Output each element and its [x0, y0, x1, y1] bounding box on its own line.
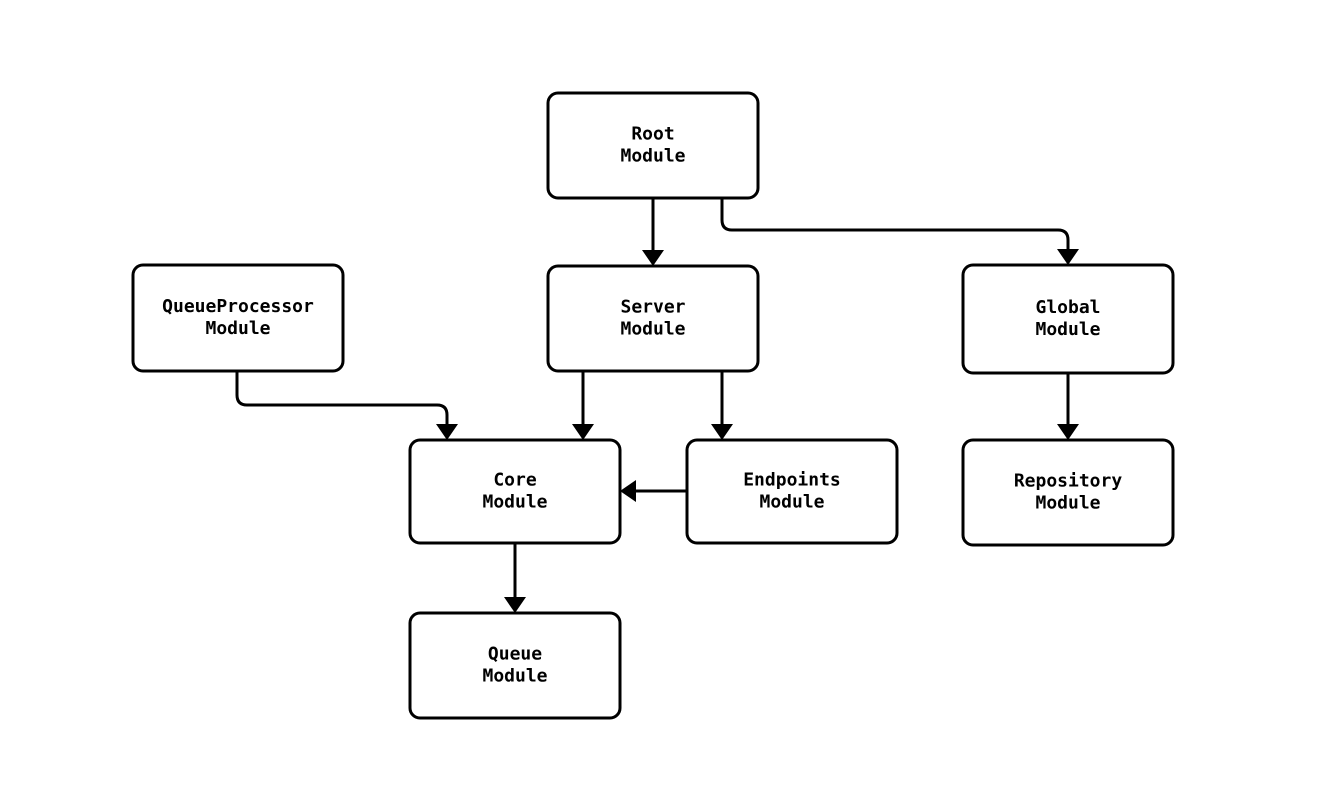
node-label-name: Core [493, 470, 537, 491]
node-box[interactable] [685, 438, 899, 545]
node-label-name: Repository [1014, 471, 1123, 492]
node-box[interactable] [546, 264, 760, 373]
node-label-name: Server [620, 297, 685, 318]
node-label-kind: Module [759, 492, 824, 513]
node-box[interactable] [408, 611, 622, 720]
edge-line [235, 371, 449, 426]
arrowhead-icon [504, 597, 526, 613]
node-label-kind: Module [620, 146, 685, 167]
node-box[interactable] [546, 91, 760, 200]
node-label-kind: Module [205, 318, 270, 339]
node-label-kind: Module [482, 666, 547, 687]
node-box[interactable] [961, 438, 1175, 547]
node-label-name: Endpoints [743, 470, 841, 491]
arrowhead-icon [1057, 424, 1079, 440]
node-label-name: Root [631, 124, 674, 145]
edges-layer [235, 198, 1079, 613]
arrowhead-icon [1057, 249, 1079, 265]
node-label-name: Global [1035, 297, 1100, 318]
node-label-kind: Module [482, 492, 547, 513]
node-box[interactable] [961, 263, 1175, 375]
edge-endpoints-to-core [620, 480, 687, 502]
arrowhead-icon [572, 424, 594, 440]
arrowhead-icon [711, 424, 733, 440]
edge-server-to-core [572, 371, 594, 440]
edge-core-to-queue [504, 543, 526, 613]
arrowhead-icon [436, 424, 458, 440]
edge-line [720, 198, 1070, 251]
node-box[interactable] [131, 263, 345, 373]
node-label-kind: Module [1035, 319, 1100, 340]
node-label-kind: Module [620, 319, 685, 340]
edge-root-to-global [720, 198, 1079, 265]
edge-server-to-endpoints [711, 371, 733, 440]
arrowhead-icon [642, 250, 664, 266]
arrowhead-icon [620, 480, 636, 502]
edge-root-to-server [642, 198, 664, 266]
node-box[interactable] [408, 438, 622, 545]
nodes-layer: RootModuleQueueProcessorModuleServerModu… [131, 91, 1175, 720]
node-label-kind: Module [1035, 493, 1100, 514]
node-label-name: QueueProcessor [162, 296, 314, 317]
node-label-name: Queue [488, 644, 542, 665]
edge-global-to-repository [1057, 373, 1079, 440]
edge-queueprocessor-to-core [235, 371, 458, 440]
